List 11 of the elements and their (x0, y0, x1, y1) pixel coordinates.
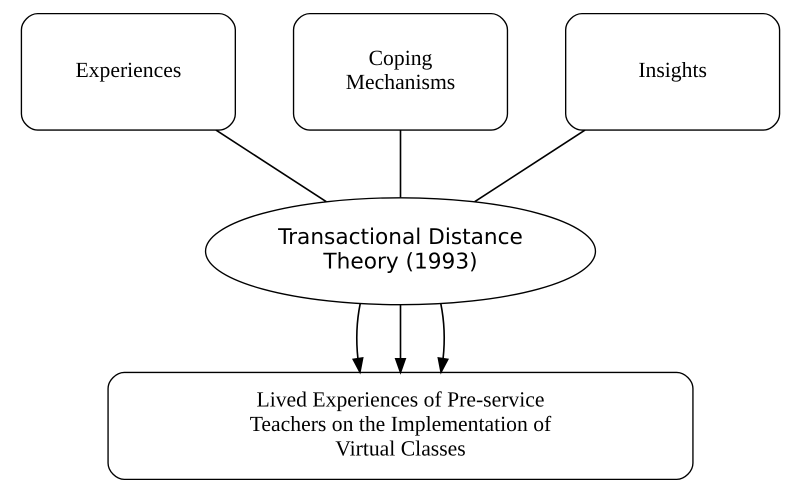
node-box: Insights (565, 12, 780, 131)
node-box: Coping Mechanisms (292, 12, 508, 131)
arrow (437, 304, 449, 375)
arrow (394, 305, 406, 375)
node-box: Experiences (20, 12, 236, 131)
arrow (352, 304, 364, 375)
connector (474, 129, 586, 202)
node-ellipse: Transactional Distance Theory (1993) (204, 197, 596, 306)
connector (216, 129, 327, 202)
connector (400, 130, 402, 198)
node-box: Lived Experiences of Pre-service Teachers on the Implementation of Virtual Classes (107, 372, 694, 480)
